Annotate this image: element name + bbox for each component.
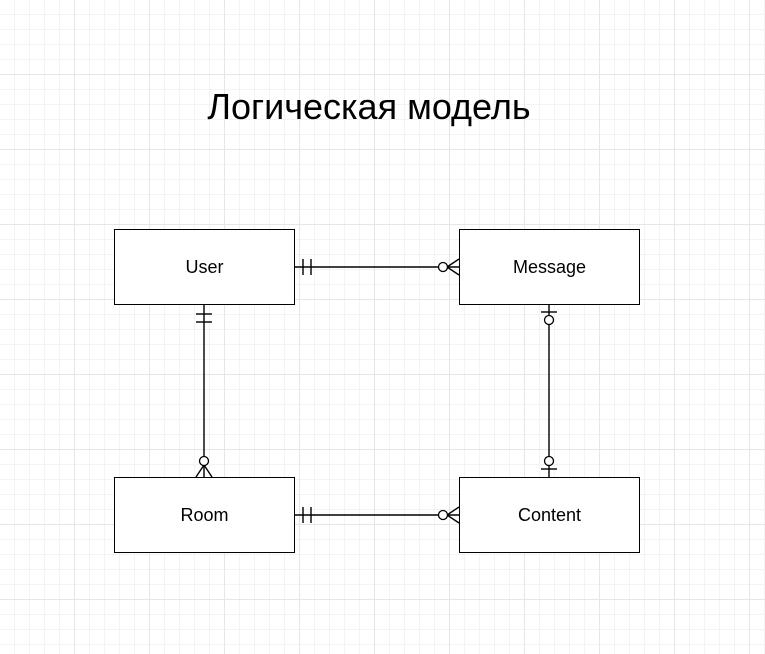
- entity-label: Content: [517, 504, 582, 525]
- diagram-title: Логическая модель: [207, 86, 531, 127]
- zero-mark: [437, 509, 449, 521]
- entity-label: Message: [512, 256, 587, 277]
- relationship-message-content[interactable]: [541, 305, 557, 477]
- relationship-user-room[interactable]: [195, 305, 213, 478]
- entity-content[interactable]: Content: [459, 477, 640, 553]
- zero-mark: [198, 455, 210, 467]
- crowfoot-mark: [445, 258, 460, 276]
- entity-message[interactable]: Message: [459, 229, 640, 305]
- crowfoot-mark: [445, 506, 460, 524]
- relationship-user-message[interactable]: [295, 258, 460, 276]
- zero-mark: [543, 455, 555, 467]
- zero-mark: [437, 261, 449, 273]
- entity-label: Room: [180, 504, 229, 525]
- relationship-room-content[interactable]: [295, 506, 460, 524]
- zero-mark: [543, 314, 555, 326]
- crowfoot-mark: [195, 463, 213, 478]
- entity-user[interactable]: User: [114, 229, 295, 305]
- entity-room[interactable]: Room: [114, 477, 295, 553]
- entity-label: User: [185, 256, 224, 277]
